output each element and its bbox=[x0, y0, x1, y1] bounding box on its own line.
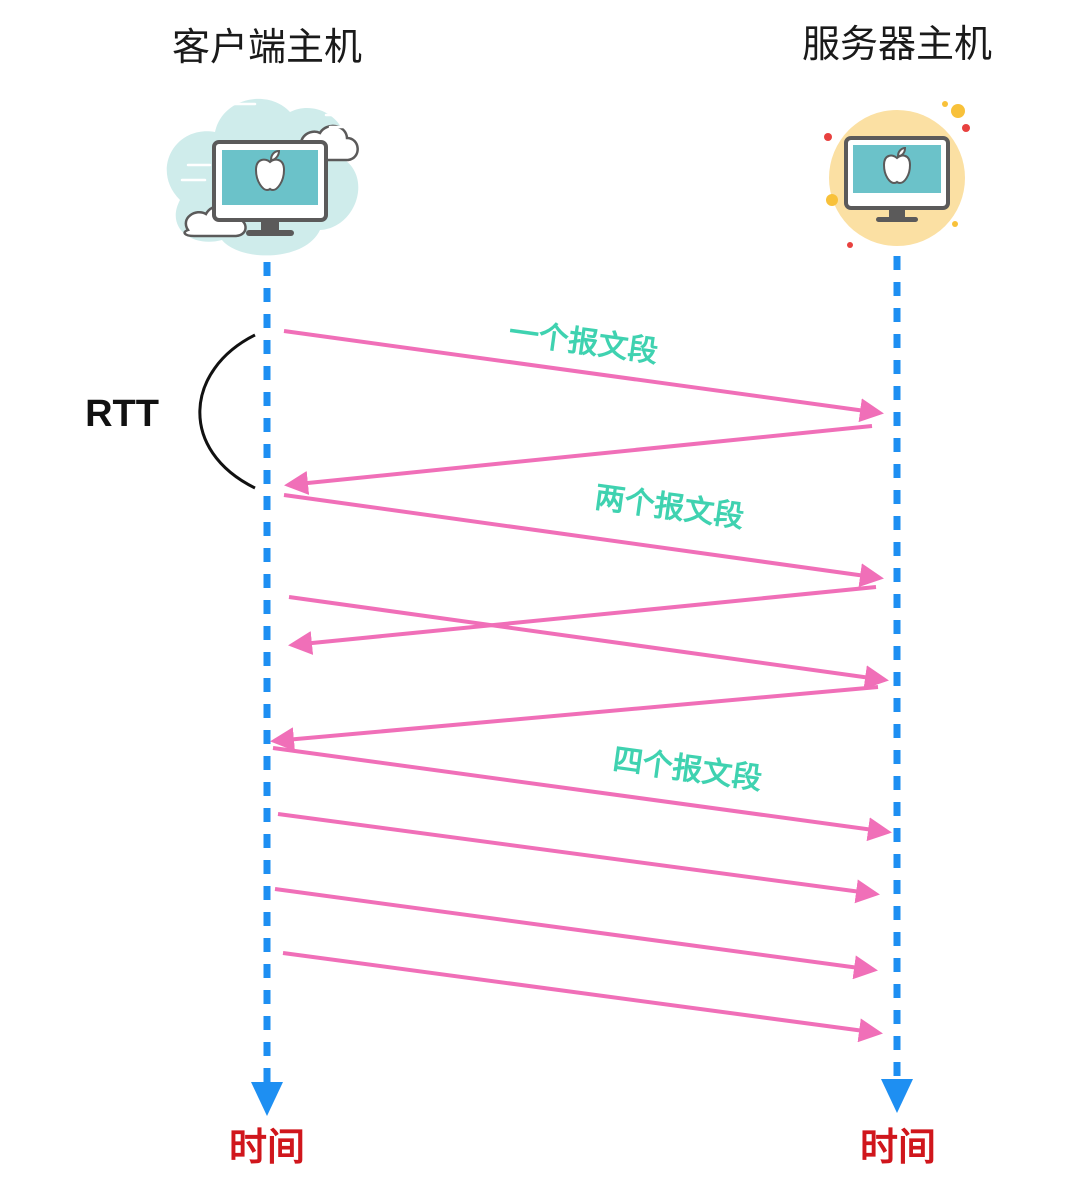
client-monitor-base bbox=[246, 230, 294, 236]
two-segments-label: 两个报文段 bbox=[593, 480, 746, 535]
segment-arrow bbox=[282, 951, 883, 1043]
ack-arrow bbox=[288, 585, 877, 655]
apple-logo-icon bbox=[254, 149, 286, 192]
segment-arrow bbox=[272, 746, 892, 842]
segment-arrow bbox=[283, 329, 884, 423]
server-time-label: 时间 bbox=[860, 1125, 936, 1169]
one-segment-label: 一个报文段 bbox=[507, 315, 660, 370]
client-monitor-stand bbox=[261, 220, 279, 230]
client-host-title: 客户端主机 bbox=[172, 25, 362, 69]
server-host-title: 服务器主机 bbox=[802, 22, 992, 66]
ack-arrow bbox=[270, 685, 879, 752]
server-monitor-stand bbox=[889, 208, 905, 217]
sun-dot bbox=[942, 101, 948, 107]
server-monitor-base bbox=[876, 217, 918, 222]
apple-logo-icon bbox=[882, 146, 912, 185]
client-timeline-arrowhead bbox=[251, 1082, 283, 1116]
rtt-label: RTT bbox=[85, 393, 159, 435]
server-timeline-arrowhead bbox=[881, 1079, 913, 1113]
segment-arrow bbox=[277, 812, 880, 904]
sun-dot bbox=[962, 124, 970, 132]
sun-dot bbox=[952, 221, 958, 227]
sun-dot bbox=[826, 194, 838, 206]
segment-arrow bbox=[274, 887, 878, 980]
client-monitor-cloud-icon bbox=[166, 98, 359, 256]
cloud-motion-lines bbox=[180, 102, 352, 182]
rtt-bracket bbox=[198, 333, 256, 490]
four-segments-label: 四个报文段 bbox=[611, 742, 764, 797]
server-monitor-sun-icon bbox=[824, 101, 970, 248]
segment-arrow bbox=[288, 595, 889, 690]
segment-arrow bbox=[283, 493, 884, 588]
segment-arrows bbox=[270, 329, 892, 1043]
sun-dot bbox=[951, 104, 965, 118]
ack-arrow bbox=[284, 424, 873, 495]
sun-dot bbox=[847, 242, 853, 248]
sun-dot bbox=[824, 133, 832, 141]
client-time-label: 时间 bbox=[229, 1125, 305, 1169]
